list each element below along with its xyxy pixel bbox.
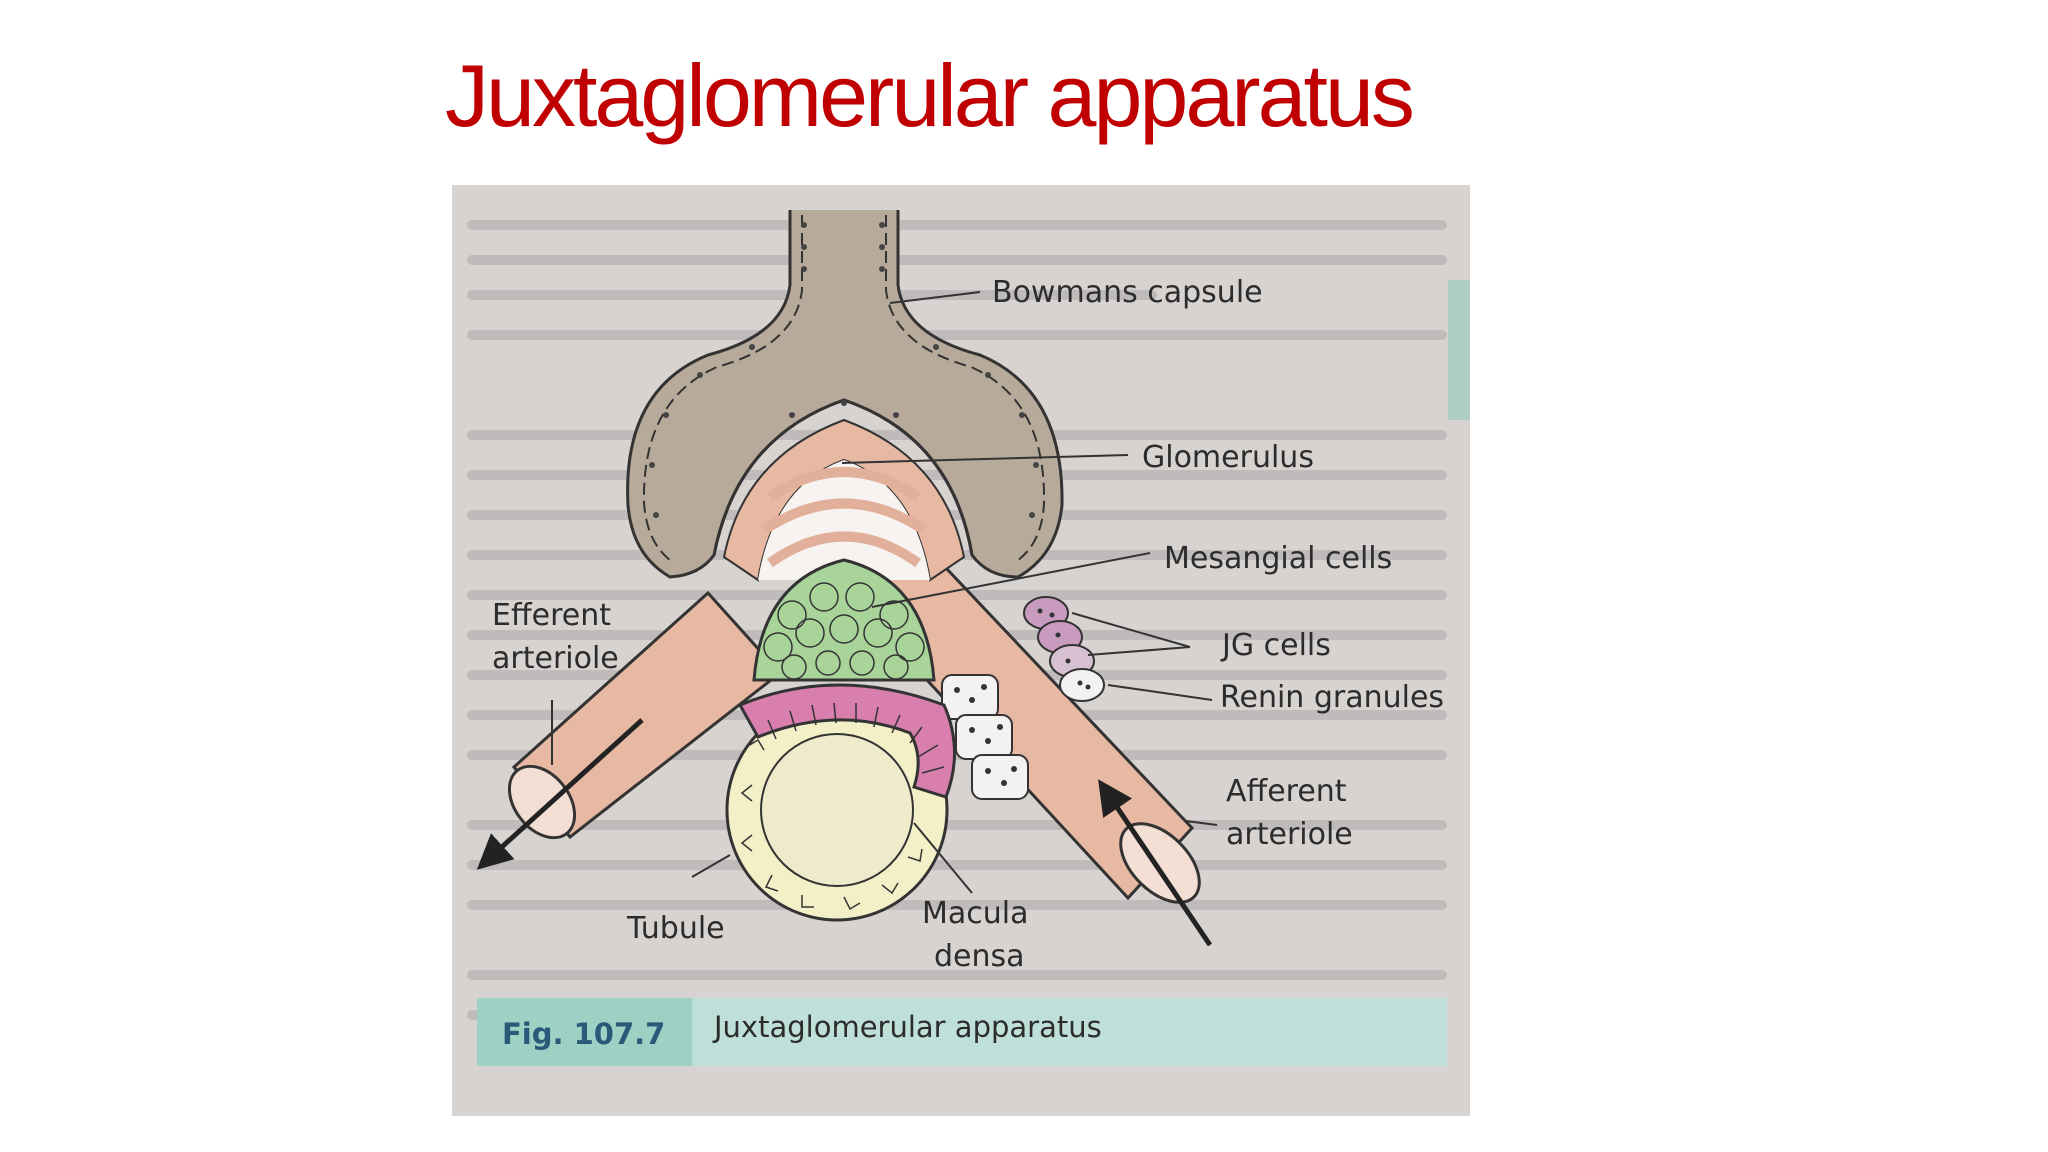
afferent-flow-arrow (1098, 779, 1213, 947)
label-afferent-line1: Afferent (1226, 774, 1347, 809)
label-efferent-line2: arteriole (492, 641, 619, 676)
jg-cells (1023, 596, 1105, 702)
label-mesangial-cells: Mesangial cells (1164, 541, 1392, 576)
bowmans-capsule (626, 210, 1064, 579)
label-glomerulus: Glomerulus (1142, 440, 1314, 475)
juxtaglomerular-figure: Bowmans capsule Glomerulus Mesangial cel… (452, 185, 1470, 1116)
label-renin-granules: Renin granules (1220, 680, 1444, 715)
tubule (725, 698, 949, 922)
figure-caption: Fig. 107.7 Juxtaglomerular apparatus (477, 998, 1447, 1066)
label-macula-line1: Macula (922, 896, 1029, 931)
caption-text: Juxtaglomerular apparatus (712, 1010, 1102, 1044)
leader-lines (551, 291, 1218, 894)
label-tubule: Tubule (626, 911, 725, 946)
label-efferent-line1: Efferent (492, 598, 611, 633)
label-bowmans-capsule: Bowmans capsule (992, 275, 1263, 310)
mesangial-cells (752, 558, 936, 682)
label-macula-line2: densa (934, 939, 1025, 974)
page-edge-tab (1448, 280, 1470, 420)
renin-granule-cells (941, 674, 1029, 800)
slide-title: Juxtaglomerular apparatus (445, 46, 1415, 145)
glomerulus (722, 418, 966, 582)
efferent-flow-arrow (476, 718, 644, 870)
label-afferent-line2: arteriole (1226, 817, 1353, 852)
caption-figure-number: Fig. 107.7 (502, 1017, 665, 1051)
label-jg-cells: JG cells (1220, 628, 1331, 663)
macula-densa (737, 683, 956, 799)
